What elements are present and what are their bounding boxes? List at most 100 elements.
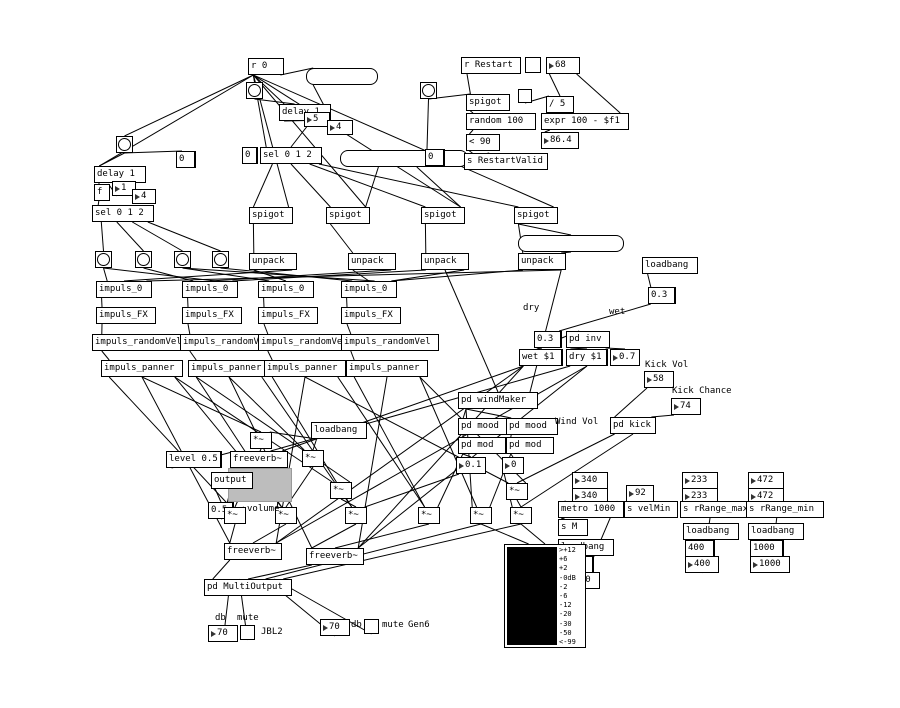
object-s-rrange-max[interactable]: s rRange_max	[680, 501, 758, 518]
number-box-472[interactable]: 472	[748, 472, 784, 489]
bang-button[interactable]	[246, 82, 263, 99]
bang-button[interactable]	[95, 251, 112, 268]
number-box-233[interactable]: 233	[682, 472, 718, 489]
message-0-3[interactable]: 0.3	[648, 287, 676, 304]
message-400[interactable]: 400	[685, 540, 715, 557]
object-s-velmin[interactable]: s velMin	[624, 501, 678, 518]
object-s-m[interactable]: s M	[558, 519, 588, 536]
number-box-70[interactable]: 70	[208, 625, 238, 642]
object-impuls-0[interactable]: impuls_0	[341, 281, 397, 298]
toggle-box[interactable]	[525, 57, 541, 73]
number-box-70[interactable]: 70	[320, 619, 350, 636]
object-impuls-0[interactable]: impuls_0	[258, 281, 314, 298]
object-freeverb[interactable]: freeverb~	[306, 548, 364, 565]
number-box-4[interactable]: 4	[132, 189, 156, 204]
object[interactable]: *~	[275, 507, 297, 524]
number-box-0[interactable]: 0	[502, 457, 524, 474]
bang-button[interactable]	[420, 82, 437, 99]
number-box-86-4[interactable]: 86.4	[541, 132, 579, 149]
object-freeverb[interactable]: freeverb~	[230, 451, 288, 468]
toggle-box[interactable]	[518, 89, 532, 103]
object-impuls-fx[interactable]: impuls_FX	[341, 307, 401, 324]
object-pd-kick[interactable]: pd kick	[610, 417, 656, 434]
object[interactable]: *~	[510, 507, 532, 524]
message-1000[interactable]: 1000	[750, 540, 784, 557]
object-impuls-fx[interactable]: impuls_FX	[258, 307, 318, 324]
object-90[interactable]: < 90	[466, 134, 500, 151]
object[interactable]: *~	[470, 507, 492, 524]
message-level-0-5[interactable]: level 0.5	[166, 451, 222, 468]
number-box-68[interactable]: 68	[546, 57, 580, 74]
object-loadbang[interactable]: loadbang	[311, 422, 367, 439]
object-impuls-panner[interactable]: impuls_panner	[188, 360, 270, 377]
bang-button[interactable]	[212, 251, 229, 268]
object-impuls-randomvel[interactable]: impuls_randomVel	[180, 334, 278, 351]
number-box-58[interactable]: 58	[644, 371, 674, 388]
object[interactable]: *~	[506, 483, 528, 500]
object-impuls-randomvel[interactable]: impuls_randomVel	[92, 334, 190, 351]
object-output[interactable]: output	[211, 472, 253, 489]
object-pd-mood[interactable]: pd mood	[506, 418, 558, 435]
object-s-rrange-min[interactable]: s rRange_min	[746, 501, 824, 518]
object-pd-mod[interactable]: pd mod	[506, 437, 554, 454]
object[interactable]: *~	[302, 450, 324, 467]
object-impuls-panner[interactable]: impuls_panner	[346, 360, 428, 377]
object[interactable]: *~	[345, 507, 367, 524]
object-freeverb[interactable]: freeverb~	[224, 543, 282, 560]
message-0-3[interactable]: 0.3	[534, 331, 562, 348]
toggle-box[interactable]	[240, 625, 255, 640]
number-box-340[interactable]: 340	[572, 488, 608, 505]
object-unpack[interactable]: unpack	[249, 253, 297, 270]
object-impuls-0[interactable]: impuls_0	[182, 281, 238, 298]
object-impuls-randomvel[interactable]: impuls_randomVel	[258, 334, 356, 351]
object[interactable]: *~	[224, 507, 246, 524]
object-impuls-fx[interactable]: impuls_FX	[96, 307, 156, 324]
object-s-restartvalid[interactable]: s RestartValid	[464, 153, 548, 170]
number-box-0-7[interactable]: 0.7	[610, 349, 640, 366]
slider[interactable]	[518, 235, 624, 252]
object-pd-mod[interactable]: pd mod	[458, 437, 506, 454]
message-wet-1[interactable]: wet $1	[519, 349, 563, 366]
number-box-340[interactable]: 340	[572, 472, 608, 489]
object-pd-inv[interactable]: pd inv	[566, 331, 610, 348]
object-spigot[interactable]: spigot	[249, 207, 293, 224]
object-spigot[interactable]: spigot	[326, 207, 370, 224]
slider[interactable]	[306, 68, 378, 85]
number-box-1000[interactable]: 1000	[750, 556, 790, 573]
object-r-restart[interactable]: r Restart	[461, 57, 521, 74]
object-pd-mood[interactable]: pd mood	[458, 418, 510, 435]
number-box-4[interactable]: 4	[327, 120, 353, 135]
object-sel-0-1-2[interactable]: sel 0 1 2	[92, 205, 154, 222]
bang-button[interactable]	[174, 251, 191, 268]
object-metro-1000[interactable]: metro 1000	[558, 501, 624, 518]
object-pd-windmaker[interactable]: pd windMaker	[458, 392, 538, 409]
number-box-5[interactable]: 5	[304, 112, 330, 127]
object-unpack[interactable]: unpack	[518, 253, 566, 270]
object[interactable]: *~	[418, 507, 440, 524]
object-expr-100-f1[interactable]: expr 100 - $f1	[541, 113, 629, 130]
object-random-100[interactable]: random 100	[466, 113, 536, 130]
object-loadbang[interactable]: loadbang	[642, 257, 698, 274]
object-spigot[interactable]: spigot	[514, 207, 558, 224]
number-box-1[interactable]: 1	[112, 181, 136, 196]
number-box-400[interactable]: 400	[685, 556, 719, 573]
number-box-0-1[interactable]: 0.1	[456, 457, 486, 474]
message-0[interactable]: 0	[242, 147, 258, 164]
bang-button[interactable]	[135, 251, 152, 268]
object-impuls-panner[interactable]: impuls_panner	[264, 360, 346, 377]
object-5[interactable]: / 5	[546, 96, 574, 113]
message-0[interactable]: 0	[176, 151, 196, 168]
object[interactable]: *~	[330, 482, 352, 499]
object-sel-0-1-2[interactable]: sel 0 1 2	[260, 147, 322, 164]
toggle-box[interactable]	[364, 619, 379, 634]
bang-button[interactable]	[116, 136, 133, 153]
number-box-92[interactable]: 92	[626, 485, 654, 502]
object-impuls-randomvel[interactable]: impuls_randomVel	[341, 334, 439, 351]
object-loadbang[interactable]: loadbang	[683, 523, 739, 540]
object-unpack[interactable]: unpack	[348, 253, 396, 270]
object-f[interactable]: f	[94, 184, 110, 201]
slider[interactable]	[340, 150, 468, 167]
object-pd-multioutput[interactable]: pd MultiOutput	[204, 579, 292, 596]
message-0[interactable]: 0	[425, 149, 445, 166]
object-impuls-fx[interactable]: impuls_FX	[182, 307, 242, 324]
